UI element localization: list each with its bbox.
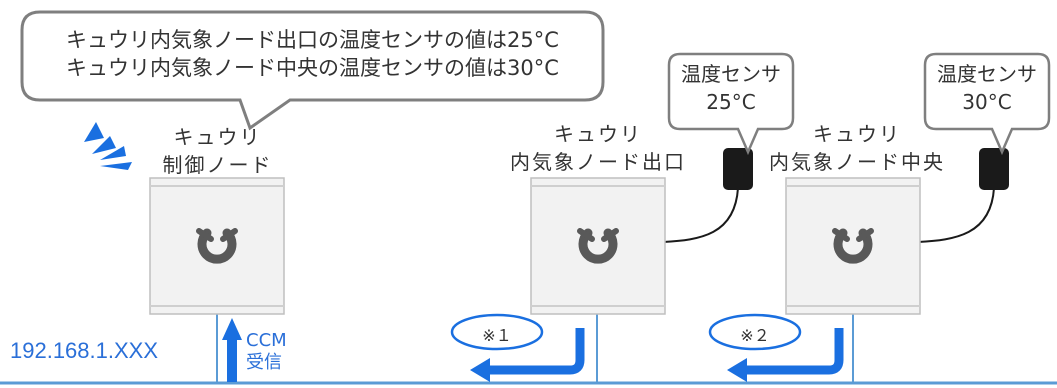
wireless-signal-icon xyxy=(84,122,132,170)
center-node-box xyxy=(785,177,921,315)
sensor-speech-bubble-30 xyxy=(923,52,1051,156)
badge-ellipse-2 xyxy=(708,313,802,351)
badge-ellipse-1 xyxy=(450,313,544,351)
sensor-label-30: 温度センサ 30°C xyxy=(925,60,1049,116)
flow-arrowhead-2 xyxy=(727,358,747,382)
ccm-receive-label: CCM 受信 xyxy=(246,330,287,374)
sensor-label-30-line-1: 温度センサ xyxy=(937,62,1037,86)
node-logo-icon xyxy=(196,228,238,264)
exit-node-label: キュウリ 内気象ノード出口 xyxy=(478,120,718,176)
exit-node-label-line-2: 内気象ノード出口 xyxy=(510,150,686,174)
center-node-label: キュウリ 内気象ノード中央 xyxy=(742,120,972,176)
sensor-speech-bubble-25 xyxy=(667,52,795,156)
center-node-label-line-2: 内気象ノード中央 xyxy=(769,150,945,174)
ccm-receive-line-1: CCM xyxy=(246,330,287,351)
receive-arrow-icon xyxy=(222,318,242,382)
sensor-label-25: 温度センサ 25°C xyxy=(669,60,793,116)
sensor-label-25-line-2: 25°C xyxy=(706,90,756,114)
flow-arrow-2 xyxy=(744,328,844,375)
flow-arrow-1 xyxy=(486,328,585,375)
node-logo-icon xyxy=(577,228,619,264)
sensor-label-30-line-2: 30°C xyxy=(962,90,1012,114)
exit-node-label-line-1: キュウリ xyxy=(554,122,642,146)
sensor-cable-30 xyxy=(917,187,995,243)
control-node-label-line-1: キュウリ xyxy=(173,125,262,149)
node-logo-icon xyxy=(832,228,874,264)
control-node-label-line-2: 制御ノード xyxy=(162,153,273,177)
flow-arrowhead-1 xyxy=(470,358,490,382)
exit-node-box xyxy=(530,177,666,315)
center-node-label-line-1: キュウリ xyxy=(813,122,901,146)
control-node-box xyxy=(149,177,285,315)
control-node-label: キュウリ 制御ノード xyxy=(130,123,305,179)
sensor-cable-25 xyxy=(662,187,739,243)
ip-address-label: 192.168.1.XXX xyxy=(10,338,159,363)
top-speech-bubble xyxy=(20,10,605,131)
temperature-sensor-icon xyxy=(979,148,1009,190)
top-callout-line-1: キュウリ内気象ノード出口の温度センサの値は25°C xyxy=(66,28,559,52)
ccm-receive-line-2: 受信 xyxy=(246,352,282,373)
top-callout-line-2: キュウリ内気象ノード中央の温度センサの値は30°C xyxy=(66,56,559,80)
badge-2-label: ※２ xyxy=(740,326,770,345)
sensor-label-25-line-1: 温度センサ xyxy=(681,62,781,86)
badge-1-label: ※１ xyxy=(482,326,512,345)
top-callout-text: キュウリ内気象ノード出口の温度センサの値は25°C キュウリ内気象ノード中央の温… xyxy=(22,26,603,82)
temperature-sensor-icon xyxy=(723,148,753,190)
